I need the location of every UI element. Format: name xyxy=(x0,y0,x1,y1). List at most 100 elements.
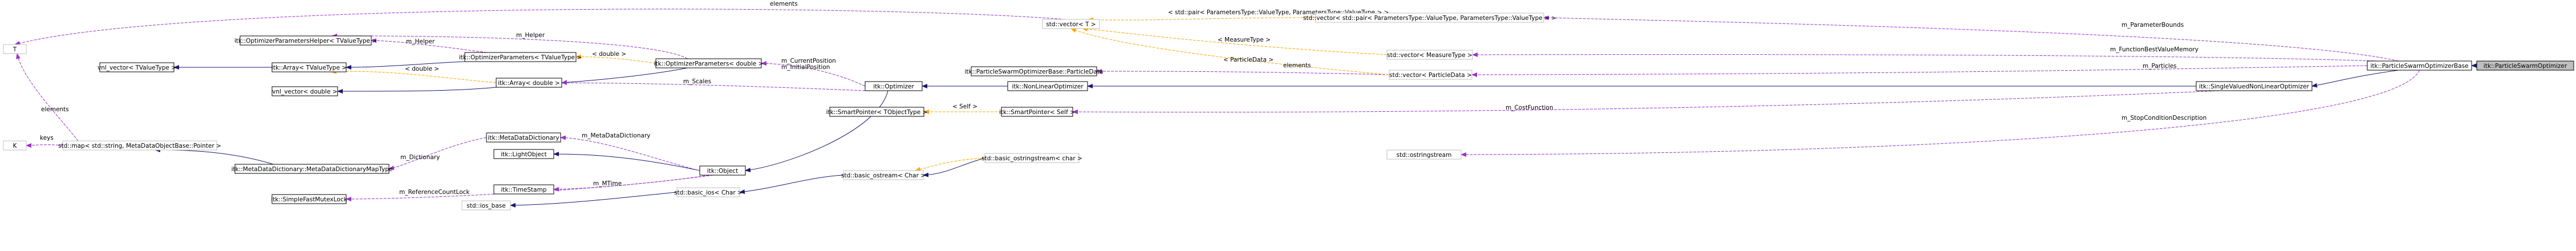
node-box xyxy=(1315,13,1544,23)
node-label: itk::Object xyxy=(707,168,738,175)
edges-layer xyxy=(14,9,2477,208)
edge-object-to-lightobject xyxy=(553,152,700,171)
node-box xyxy=(486,132,561,143)
edge-label-particle-template: < ParticleData > xyxy=(1223,56,1273,63)
node-std-vector-particle-data[interactable]: std::vector< ParticleData > xyxy=(1389,70,1472,80)
node-smart-pointer-self[interactable]: itk::SmartPointer< Self > xyxy=(999,107,1075,117)
node-label: itk::TimeStamp xyxy=(501,187,547,193)
node-t[interactable]: T xyxy=(3,44,27,54)
edge-label-elements-mid: elements xyxy=(1283,62,1311,69)
node-particle-swarm-optimizer[interactable]: itk::ParticleSwarmOptimizer xyxy=(2476,60,2574,71)
edge-mtime xyxy=(553,175,714,192)
node-smart-pointer-t[interactable]: itk::SmartPointer< TObjectType > xyxy=(826,107,928,117)
node-particle-swarm-optimizer-base[interactable]: itk::ParticleSwarmOptimizerBase xyxy=(2367,60,2472,71)
node-optimizer[interactable]: itk::Optimizer xyxy=(865,81,923,91)
node-basic-ios[interactable]: std::basic_ios< Char > xyxy=(674,187,743,197)
node-label: T xyxy=(13,46,17,53)
node-label: itk::SimpleFastMutexLock xyxy=(271,196,347,203)
node-meta-data-dictionary[interactable]: itk::MetaDataDictionary xyxy=(486,132,561,143)
edge-stopconditiondescription xyxy=(1461,70,2420,157)
node-label: std::vector< std::pair< ParametersType::… xyxy=(1303,15,1556,22)
edge-label-m-mtime: m_MTime xyxy=(593,180,622,187)
edge-label-m-particles: m_Particles xyxy=(2143,63,2177,70)
edge-optparamsdouble-to-arraydouble xyxy=(561,67,688,85)
edge-base-to-singlevalued xyxy=(2311,70,2399,88)
node-time-stamp[interactable]: itk::TimeStamp xyxy=(493,184,554,195)
edge-metadatadictionary xyxy=(560,135,700,171)
node-meta-data-dictionary-map-type[interactable]: itk::MetaDataDictionary::MetaDataDiction… xyxy=(232,164,393,174)
node-box xyxy=(984,153,1080,163)
node-box xyxy=(461,200,511,210)
node-opt-params-helper-t[interactable]: itk::OptimizerParametersHelper< TValueTy… xyxy=(234,35,377,46)
node-ios-base[interactable]: std::ios_base xyxy=(461,200,511,210)
node-box xyxy=(3,44,27,54)
edge-label-measure-template: < MeasureType > xyxy=(1218,37,1271,43)
node-box xyxy=(843,170,924,180)
node-label: std::basic_ostringstream< char > xyxy=(981,155,1082,162)
edge-basicios-to-iosbase xyxy=(510,192,678,208)
edge-tpl-ostringstream xyxy=(915,157,985,172)
edge-optimizer-to-object xyxy=(745,90,889,172)
edge-elements-left xyxy=(16,53,79,141)
node-box xyxy=(2196,81,2313,91)
edge-label-m-currentposition: m_CurrentPosition xyxy=(781,58,836,64)
node-box xyxy=(2367,60,2472,71)
node-label: vnl_vector< TValueType > xyxy=(98,64,176,71)
edge-label-elements-left: elements xyxy=(41,106,69,113)
edge-arraydouble-to-vnldouble xyxy=(337,87,497,94)
node-opt-params-double[interactable]: itk::OptimizerParameters< double > xyxy=(654,58,764,68)
node-label: itk::OptimizerParameters< double > xyxy=(654,60,764,67)
node-ostringstream[interactable]: std::ostringstream xyxy=(1386,149,1462,160)
node-array-double[interactable]: itk::Array< double > xyxy=(496,78,562,88)
edge-dictionary xyxy=(388,137,487,171)
node-vnl-vector-double[interactable]: vnl_vector< double > xyxy=(271,86,338,96)
node-label: std::basic_ostream< Char > xyxy=(841,172,926,179)
edge-label-m-parameterbounds: m_ParameterBounds xyxy=(2121,22,2184,29)
node-simple-fast-mutex-lock[interactable]: itk::SimpleFastMutexLock xyxy=(271,194,348,204)
edge-basicostream-to-basicios xyxy=(739,175,844,194)
node-array-t[interactable]: itk::Array< TValueType > xyxy=(271,62,347,72)
node-std-vector-pair[interactable]: std::vector< std::pair< ParametersType::… xyxy=(1303,13,1556,23)
edge-scales xyxy=(561,80,866,91)
node-single-valued-non-linear-optimizer[interactable]: itk::SingleValuedNonLinearOptimizer xyxy=(2196,81,2313,91)
node-psoparticle-data[interactable]: itk::ParticleSwarmOptimizerBase::Particl… xyxy=(965,66,1104,76)
edge-mapmetadata-to-mdmaptype xyxy=(155,147,274,165)
edge-basicostringstream-to-basicostream xyxy=(923,157,985,177)
node-label: K xyxy=(13,143,18,149)
edge-tpl-optparamsT-to-double xyxy=(575,54,656,64)
node-label: std::vector< T > xyxy=(1046,21,1096,28)
node-box xyxy=(1386,149,1462,160)
edge-label-m-dictionary: m_Dictionary xyxy=(400,154,440,161)
node-box xyxy=(1001,107,1073,117)
node-light-object[interactable]: itk::LightObject xyxy=(493,149,554,159)
node-opt-params-t[interactable]: itk::OptimizerParameters< TValueType > xyxy=(459,52,582,62)
node-k[interactable]: K xyxy=(3,140,27,151)
node-label: itk::MetaDataDictionary::MetaDataDiction… xyxy=(232,166,393,173)
edge-label-m-stopconditiondescription: m_StopConditionDescription xyxy=(2121,115,2206,122)
node-label: std::vector< ParticleData > xyxy=(1389,72,1472,79)
node-basic-ostream[interactable]: std::basic_ostream< Char > xyxy=(841,170,926,180)
node-label: std::map< std::string, MetaDataObjectBas… xyxy=(58,143,221,149)
edge-tpl-measuretype xyxy=(1082,26,1388,55)
node-box xyxy=(1389,70,1472,80)
nodes-layer: itk::ParticleSwarmOptimizeritk::Particle… xyxy=(3,13,2574,210)
node-label: itk::Array< double > xyxy=(498,80,560,87)
node-label: std::basic_ios< Char > xyxy=(674,189,743,196)
node-box xyxy=(234,164,390,174)
edge-tpl-particledata xyxy=(1070,28,1390,75)
node-label: itk::ParticleSwarmOptimizerBase::Particl… xyxy=(965,68,1104,75)
node-vnl-vector-t[interactable]: vnl_vector< TValueType > xyxy=(98,62,176,72)
node-basic-ostringstream[interactable]: std::basic_ostringstream< char > xyxy=(981,153,1082,163)
node-std-vector-measure-type[interactable]: std::vector< MeasureType > xyxy=(1386,50,1473,60)
node-box xyxy=(676,187,740,197)
node-object[interactable]: itk::Object xyxy=(699,165,746,176)
node-std-vector-t[interactable]: std::vector< T > xyxy=(1042,19,1100,29)
node-box xyxy=(3,140,27,151)
node-non-linear-optimizer[interactable]: itk::NonLinearOptimizer xyxy=(1007,81,1088,91)
node-map-meta-data[interactable]: std::map< std::string, MetaDataObjectBas… xyxy=(58,140,221,151)
edge-elements-mid xyxy=(1096,69,1390,75)
edge-label-m-helper: m_Helper xyxy=(406,38,435,45)
node-box xyxy=(1007,81,1088,91)
node-box xyxy=(271,86,338,96)
